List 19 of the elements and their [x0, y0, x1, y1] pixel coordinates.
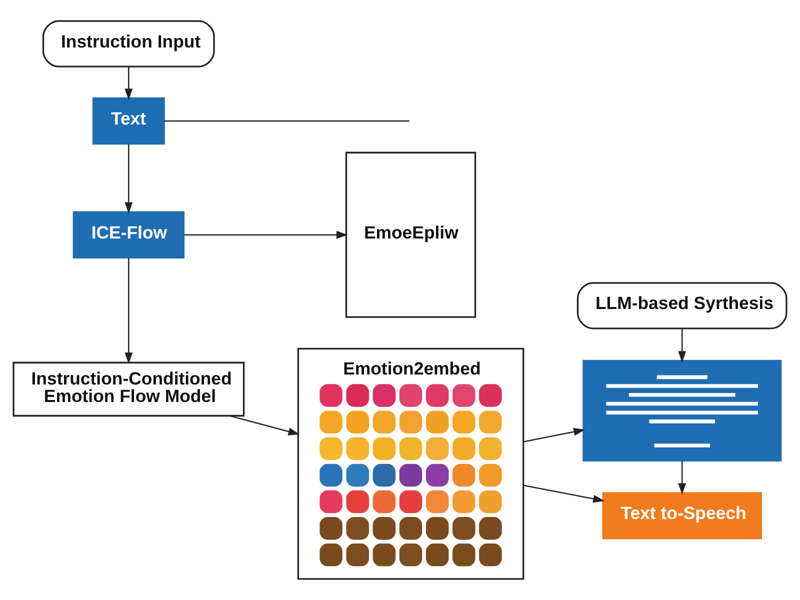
node-box: EmoeEpliw	[345, 152, 476, 318]
node-box: Instruction Input	[42, 20, 215, 68]
node-box: ICE-Flow	[72, 211, 184, 258]
arrow	[124, 66, 133, 100]
arrow	[678, 460, 686, 495]
arrow	[524, 428, 586, 442]
connector	[164, 120, 410, 122]
node-box: Emotion2embed	[297, 348, 524, 580]
node-box	[582, 360, 782, 462]
arrow	[184, 230, 348, 239]
arrow	[524, 484, 605, 503]
node-box: Text	[92, 97, 165, 145]
arrow	[230, 415, 300, 436]
node-box: Instruction-Conditioned Emotion Flow Model	[12, 362, 245, 417]
arrow	[124, 144, 133, 214]
node-box: LLM-based Syrthesis	[576, 282, 788, 330]
arrow	[124, 258, 133, 364]
arrow	[678, 328, 686, 363]
node-box: Text to-Speech	[602, 492, 762, 540]
